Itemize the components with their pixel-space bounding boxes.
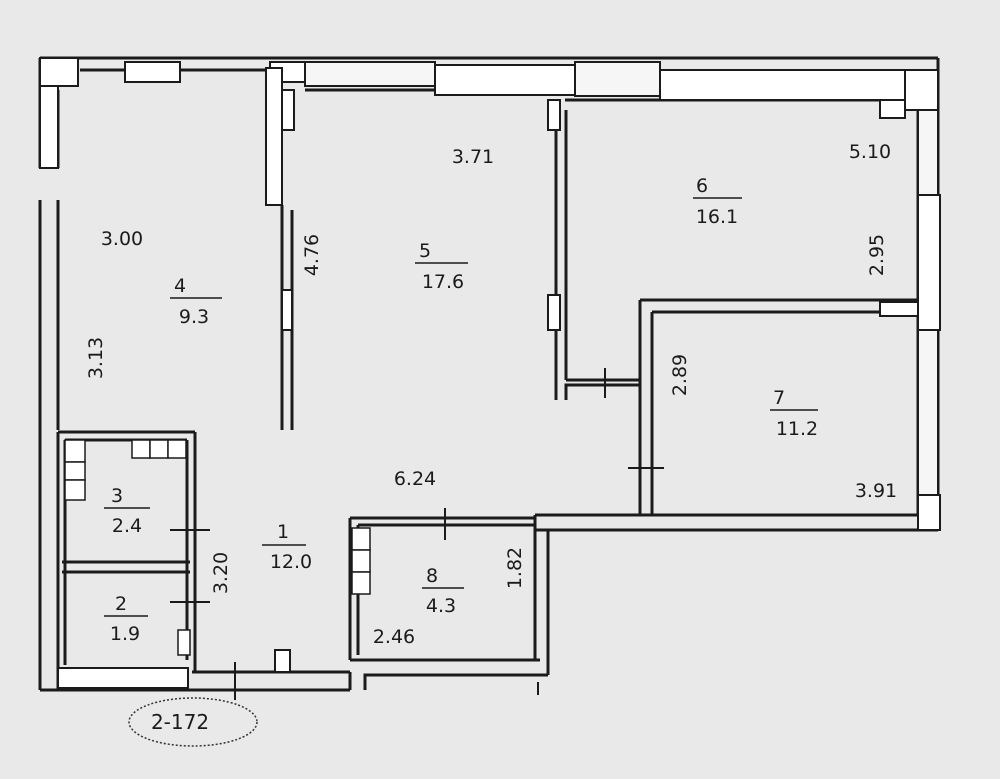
- room-number-2: 2: [115, 593, 127, 615]
- dimension-182: 1.82: [504, 547, 526, 589]
- room-number-3: 3: [111, 485, 123, 507]
- pillar-room7: [879, 301, 919, 317]
- fixture-bath-5: [149, 439, 169, 459]
- room-area-5: 17.6: [422, 271, 464, 293]
- room-label-7: 7 11.2: [770, 387, 818, 440]
- fixture-bath-2: [64, 461, 86, 481]
- dimension-510: 5.10: [849, 141, 891, 163]
- pillar-room5-b: [547, 294, 561, 331]
- dimension-295: 2.95: [866, 234, 888, 276]
- room-number-8: 8: [426, 565, 438, 587]
- room-number-7: 7: [773, 387, 785, 409]
- pillar-room5: [547, 99, 561, 131]
- fixture-kitchen-2: [351, 549, 371, 573]
- fixture-kitchen-1: [351, 527, 371, 551]
- dimension-476: 4.76: [301, 234, 323, 276]
- pillar-room4-b: [281, 89, 295, 131]
- window-top-1: [124, 61, 181, 83]
- room-area-6: 16.1: [696, 206, 738, 228]
- window-right-4: [917, 494, 941, 531]
- room-label-6: 6 16.1: [693, 175, 742, 228]
- room-area-2: 1.9: [110, 623, 140, 645]
- window-left-1: [39, 85, 59, 169]
- window-top-6: [659, 69, 906, 101]
- pillar-room6: [879, 99, 906, 119]
- pillar-hall: [274, 649, 291, 673]
- window-corner-tr: [904, 69, 939, 111]
- windows: [39, 57, 941, 689]
- wall-corridor-bottom: [564, 383, 640, 400]
- fixtures: [64, 439, 371, 656]
- window-corner-tl: [39, 57, 79, 87]
- dimension-300: 3.00: [101, 228, 143, 250]
- fixture-bath-4: [131, 439, 151, 459]
- walls: [38, 56, 940, 692]
- room-area-8: 4.3: [426, 595, 456, 617]
- room-area-3: 2.4: [112, 515, 142, 537]
- window-top-4: [434, 64, 576, 96]
- room-label-3: 3 2.4: [104, 485, 150, 537]
- fixture-bath-6: [167, 439, 187, 459]
- room-label-8: 8 4.3: [422, 565, 464, 617]
- pillar-room4-c: [281, 289, 293, 331]
- room-label-1: 1 12.0: [262, 521, 312, 573]
- room-number-1: 1: [277, 521, 289, 543]
- window-right-3: [917, 329, 939, 496]
- room-label-5: 5 17.6: [415, 240, 468, 293]
- dimension-391: 3.91: [855, 480, 897, 502]
- dimension-313: 3.13: [85, 337, 107, 379]
- room-number-5: 5: [419, 240, 431, 262]
- fixture-bath-1: [64, 439, 86, 463]
- dimension-624: 6.24: [394, 468, 436, 490]
- dimension-371: 3.71: [452, 146, 494, 168]
- window-top-3: [304, 61, 436, 87]
- pillar-room4: [265, 67, 283, 206]
- plan-code-stamp: 2-172: [128, 697, 258, 747]
- window-bottom-left: [57, 667, 189, 689]
- window-top-5: [574, 61, 661, 97]
- room-label-4: 4 9.3: [170, 275, 222, 328]
- fixture-bath-3: [64, 479, 86, 501]
- room-label-2: 2 1.9: [104, 593, 148, 645]
- wall-bottom-mid-outer: [363, 673, 548, 690]
- window-right-2: [917, 194, 941, 331]
- dimension-320: 3.20: [210, 552, 232, 594]
- dimension-289: 2.89: [669, 354, 691, 396]
- dimension-246: 2.46: [373, 626, 415, 648]
- window-right-1: [917, 109, 939, 196]
- plan-code-circle: [128, 697, 258, 747]
- fixture-kitchen-3: [351, 571, 371, 595]
- room-area-7: 11.2: [776, 418, 818, 440]
- room-area-1: 12.0: [270, 551, 312, 573]
- room-area-4: 9.3: [179, 306, 209, 328]
- room-number-6: 6: [696, 175, 708, 197]
- room-number-4: 4: [174, 275, 186, 297]
- plan-code: 2-172: [151, 710, 209, 734]
- door-ticks: [170, 368, 664, 700]
- fixture-wc: [177, 629, 191, 656]
